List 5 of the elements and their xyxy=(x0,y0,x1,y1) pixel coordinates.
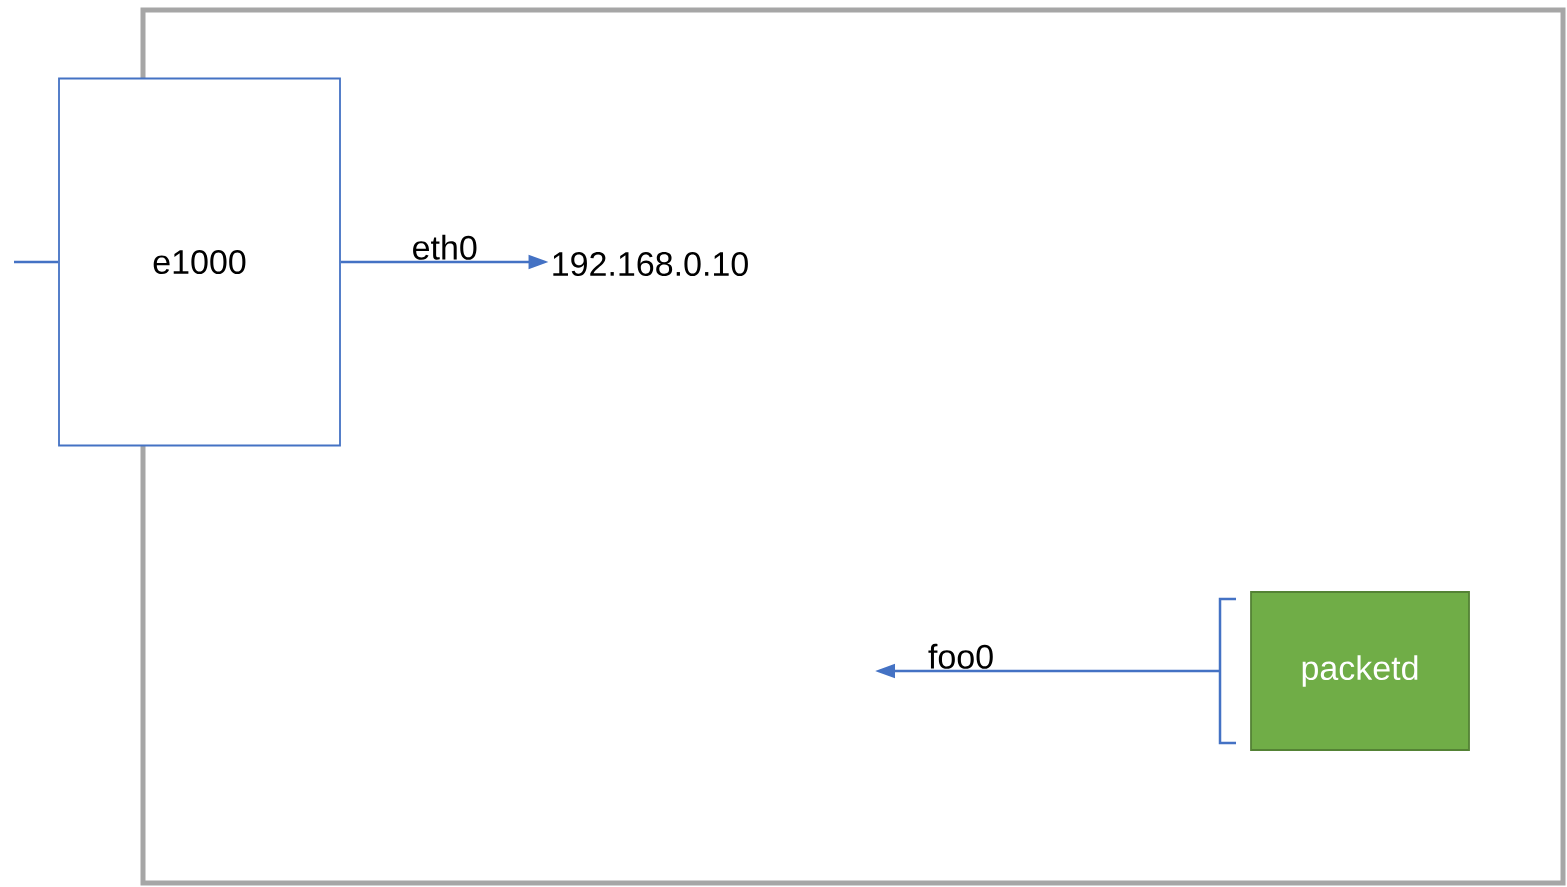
edge-label: eth0 xyxy=(413,234,477,260)
edge-label: foo0 xyxy=(928,643,993,669)
process-box: packetd xyxy=(1250,591,1470,751)
device-box: e1000 xyxy=(58,77,341,447)
address-text: 192.168.0.10 xyxy=(553,251,748,277)
